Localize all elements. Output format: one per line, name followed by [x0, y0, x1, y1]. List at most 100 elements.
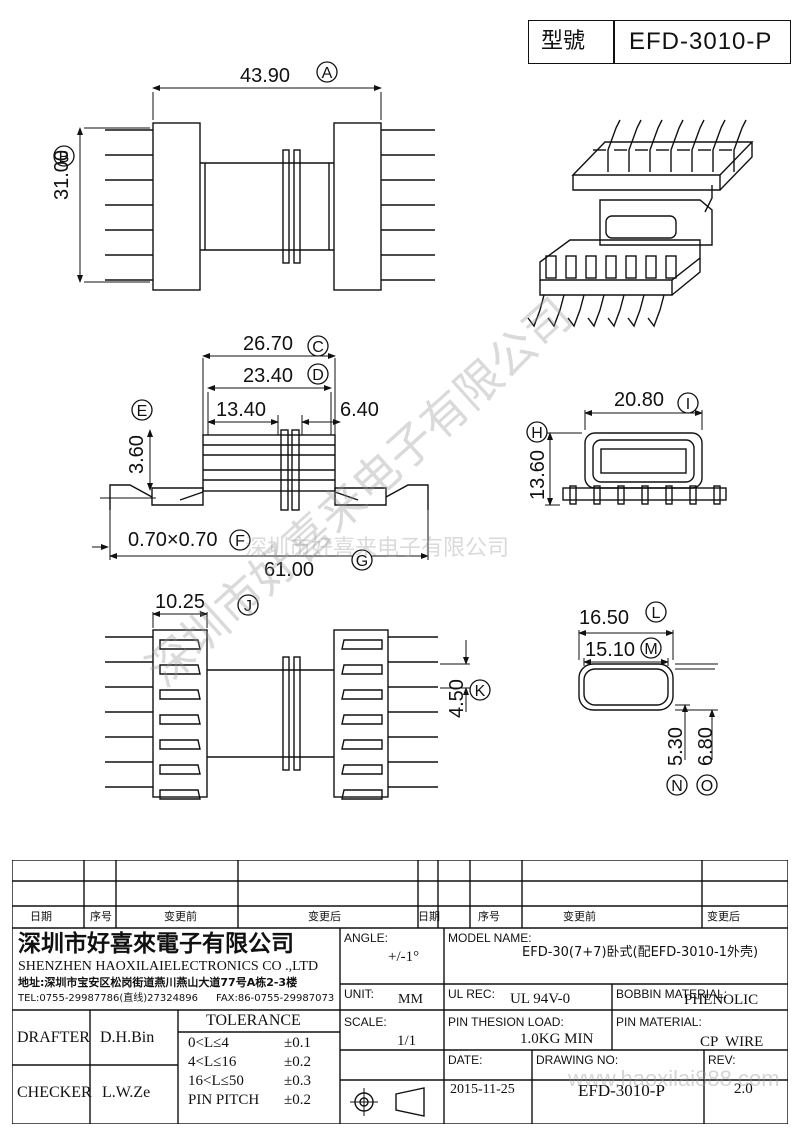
pin [712, 119, 726, 172]
pin [670, 119, 684, 172]
model-box-label: 型號 [541, 29, 586, 54]
dim-e-value: 3.60 [126, 435, 148, 474]
pin-slot [159, 789, 201, 800]
dim-a-value: 43.90 [240, 65, 291, 87]
ul-rec-value: UL 94V-0 [510, 991, 571, 1007]
rev-table-header: 日期 [30, 910, 52, 923]
pin-tension-value: 1.0KG MIN [520, 1031, 594, 1047]
dimension-letter-circle [696, 774, 718, 796]
dimension-letter: E [137, 403, 148, 420]
company-address: 地址:深圳市宝安区松岗街道燕川燕山大道77号A栋2-3楼 [18, 976, 298, 989]
pin-material-label: PIN MATERIAL: [616, 1015, 702, 1029]
pin-slot [159, 714, 201, 725]
rev-table-header: 变更后 [707, 910, 740, 923]
dim-l-value: 16.50 [579, 607, 630, 629]
pin [689, 485, 697, 505]
angle-value: +/-1° [388, 949, 420, 965]
dimension-letter: G [356, 553, 368, 570]
dim-c-value: 26.70 [243, 333, 294, 355]
unit-value: MM [398, 992, 423, 1007]
pin-slot [605, 255, 617, 279]
end-view [545, 410, 727, 506]
dim-h-value: 13.60 [527, 449, 549, 500]
dimension-letter-circle [229, 529, 251, 551]
company-name-cn: 深圳市好喜來電子有限公司 [18, 930, 294, 957]
side-view [92, 353, 429, 560]
scale-label: SCALE: [344, 1015, 387, 1029]
company-tel: TEL:0755-29987786(直线)27324896 [18, 993, 199, 1004]
pin-slot [341, 714, 383, 725]
pin-slot [545, 255, 557, 279]
title-block: 日期序号变更前变更后日期序号变更前变更后 深圳市好喜來電子有限公司 SHENZH… [12, 860, 788, 1124]
pin-slot [665, 255, 677, 279]
company-name-en: SHENZHEN HAOXILAIELECTRONICS CO .,LTD [18, 959, 319, 974]
rev-table-header: 日期 [418, 910, 440, 923]
pin [713, 485, 721, 505]
dim-g-value: 61.00 [264, 559, 315, 581]
dim-b-value: 31.00 [51, 149, 73, 200]
pin [665, 485, 673, 505]
dim-i-value: 20.80 [614, 389, 665, 411]
dimension-letter: L [652, 605, 661, 622]
tolerance-value: ±0.1 [284, 1035, 311, 1051]
dimension-letter-circle [351, 549, 373, 571]
rev-table-header: 序号 [90, 910, 112, 923]
rev-table-header: 变更前 [563, 910, 596, 923]
tolerance-range: 4<L≤16 [188, 1054, 237, 1070]
dim-d-value: 23.40 [243, 365, 294, 387]
pin [567, 294, 585, 328]
title-block-grid [12, 860, 788, 1124]
bobbin-material-value: PHENOLIC [684, 992, 759, 1008]
dimension-letter: H [531, 425, 543, 442]
core-section [578, 630, 718, 760]
pin [527, 294, 545, 328]
pin [593, 485, 601, 505]
pin-slot [159, 764, 201, 775]
unit-label: UNIT: [344, 987, 374, 1001]
pin-tension-label: PIN THESION LOAD: [448, 1015, 564, 1029]
bobbin-material-label: BOBBIN MATERIAL: [616, 987, 728, 1001]
pin [617, 485, 625, 505]
dim-13-40-value: 13.40 [216, 399, 267, 421]
footer-watermark: www.haoxilai888.com [568, 1066, 780, 1091]
pin [628, 119, 642, 172]
pin-slot [159, 664, 201, 675]
dim-6-40-value: 6.40 [340, 399, 379, 421]
pin [547, 294, 565, 328]
tolerance-range: PIN PITCH [188, 1092, 260, 1108]
model-box-value: EFD-3010-P [629, 28, 773, 55]
drafter-label: DRAFTER [17, 1029, 90, 1046]
pin [733, 119, 747, 172]
dimension-letter: C [312, 339, 324, 356]
pin [607, 119, 621, 172]
dimension-letter: D [312, 367, 324, 384]
dim-m-value: 15.10 [585, 639, 636, 661]
pin [627, 294, 645, 328]
tolerance-title: TOLERANCE [206, 1012, 301, 1029]
dimension-letter: K [475, 683, 486, 700]
model-name-label: MODEL NAME: [448, 931, 532, 945]
pin-slot [159, 689, 201, 700]
rev-table-header: 序号 [478, 910, 500, 923]
pin [569, 485, 577, 505]
dimension-letter: F [235, 533, 245, 550]
dimension-letter-circle [666, 774, 688, 796]
angle-label: ANGLE: [344, 931, 389, 945]
rev-label: REV: [708, 1053, 736, 1067]
isometric-view [527, 119, 754, 328]
dim-o-value: 6.80 [695, 727, 717, 766]
dimension-letter: A [322, 65, 333, 82]
pin-slot [565, 255, 577, 279]
pin [587, 294, 605, 328]
dimension-letter: J [244, 598, 252, 615]
pin-slot [341, 764, 383, 775]
pin-slot [585, 255, 597, 279]
pin-slot [341, 789, 383, 800]
dim-f-value: 0.70×0.70 [128, 529, 218, 551]
model-name-value: EFD-30(7+7)卧式(配EFD-3010-1外壳) [522, 945, 759, 960]
pin-slot [159, 739, 201, 750]
pin [691, 119, 705, 172]
drawing-no-value: EFD-3010-P [578, 1081, 665, 1100]
dimension-letter-circle [307, 335, 329, 357]
